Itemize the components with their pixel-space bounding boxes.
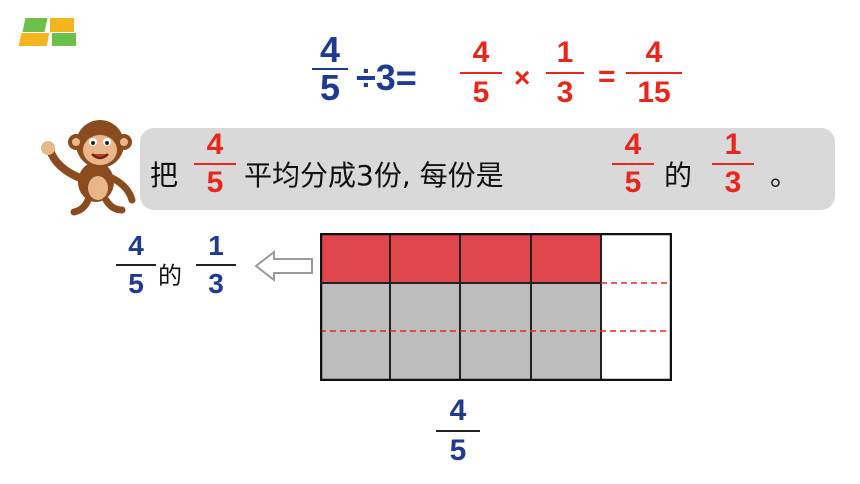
sentence-frac2-denominator: 5 — [624, 166, 642, 199]
side-frac-b-numerator: 1 — [208, 230, 224, 261]
equation-left-numerator: 4 — [319, 29, 341, 70]
equation-left-denominator: 5 — [319, 67, 341, 108]
sentence-frac1-numerator: 4 — [206, 128, 224, 161]
bottom-fraction: 4 5 — [436, 396, 480, 466]
equation-times: × — [514, 62, 531, 93]
bottom-denominator: 5 — [449, 434, 467, 467]
factor2-numerator: 1 — [556, 36, 574, 69]
equation-equals: = — [598, 60, 616, 93]
sentence-frac2-numerator: 4 — [624, 128, 642, 161]
equation-result: 4 15 — [626, 38, 682, 108]
side-frac-a-denominator: 5 — [128, 268, 144, 299]
side-frac-a: 4 5 — [116, 232, 156, 298]
fraction-grid — [320, 233, 672, 381]
sentence-frac1: 4 5 — [194, 130, 236, 198]
sentence-frac2: 4 5 — [612, 130, 654, 198]
equation-factor2: 1 3 — [546, 38, 584, 108]
result-numerator: 4 — [645, 36, 663, 69]
side-frac-a-numerator: 4 — [128, 230, 144, 261]
equation-factor1: 4 5 — [460, 38, 502, 108]
result-denominator: 15 — [637, 76, 671, 109]
factor2-denominator: 3 — [556, 76, 574, 109]
sentence-band — [140, 128, 835, 210]
logo — [18, 18, 84, 46]
sentence-part3: 的 — [664, 159, 693, 192]
sentence-frac3: 1 3 — [712, 130, 754, 198]
sentence-frac3-numerator: 1 — [724, 128, 742, 161]
equation-divide-text: ÷3= — [356, 57, 417, 98]
bottom-numerator: 4 — [449, 394, 467, 427]
monkey-icon — [41, 120, 136, 216]
factor1-numerator: 4 — [472, 36, 490, 69]
side-frac-b: 1 3 — [196, 232, 236, 298]
left-arrow-icon — [254, 249, 313, 283]
side-frac-b-denominator: 3 — [208, 268, 224, 299]
factor1-denominator: 5 — [472, 76, 490, 109]
sentence-part2: 平均分成3份, 每份是 — [244, 159, 504, 192]
equation-left-fraction: 4 5 — [312, 32, 348, 106]
sentence-part4: 。 — [770, 159, 799, 192]
side-of-text: 的 — [158, 262, 182, 290]
sentence-frac1-denominator: 5 — [206, 166, 224, 199]
sentence-part1: 把 — [150, 159, 179, 192]
sentence-frac3-denominator: 3 — [724, 166, 742, 199]
